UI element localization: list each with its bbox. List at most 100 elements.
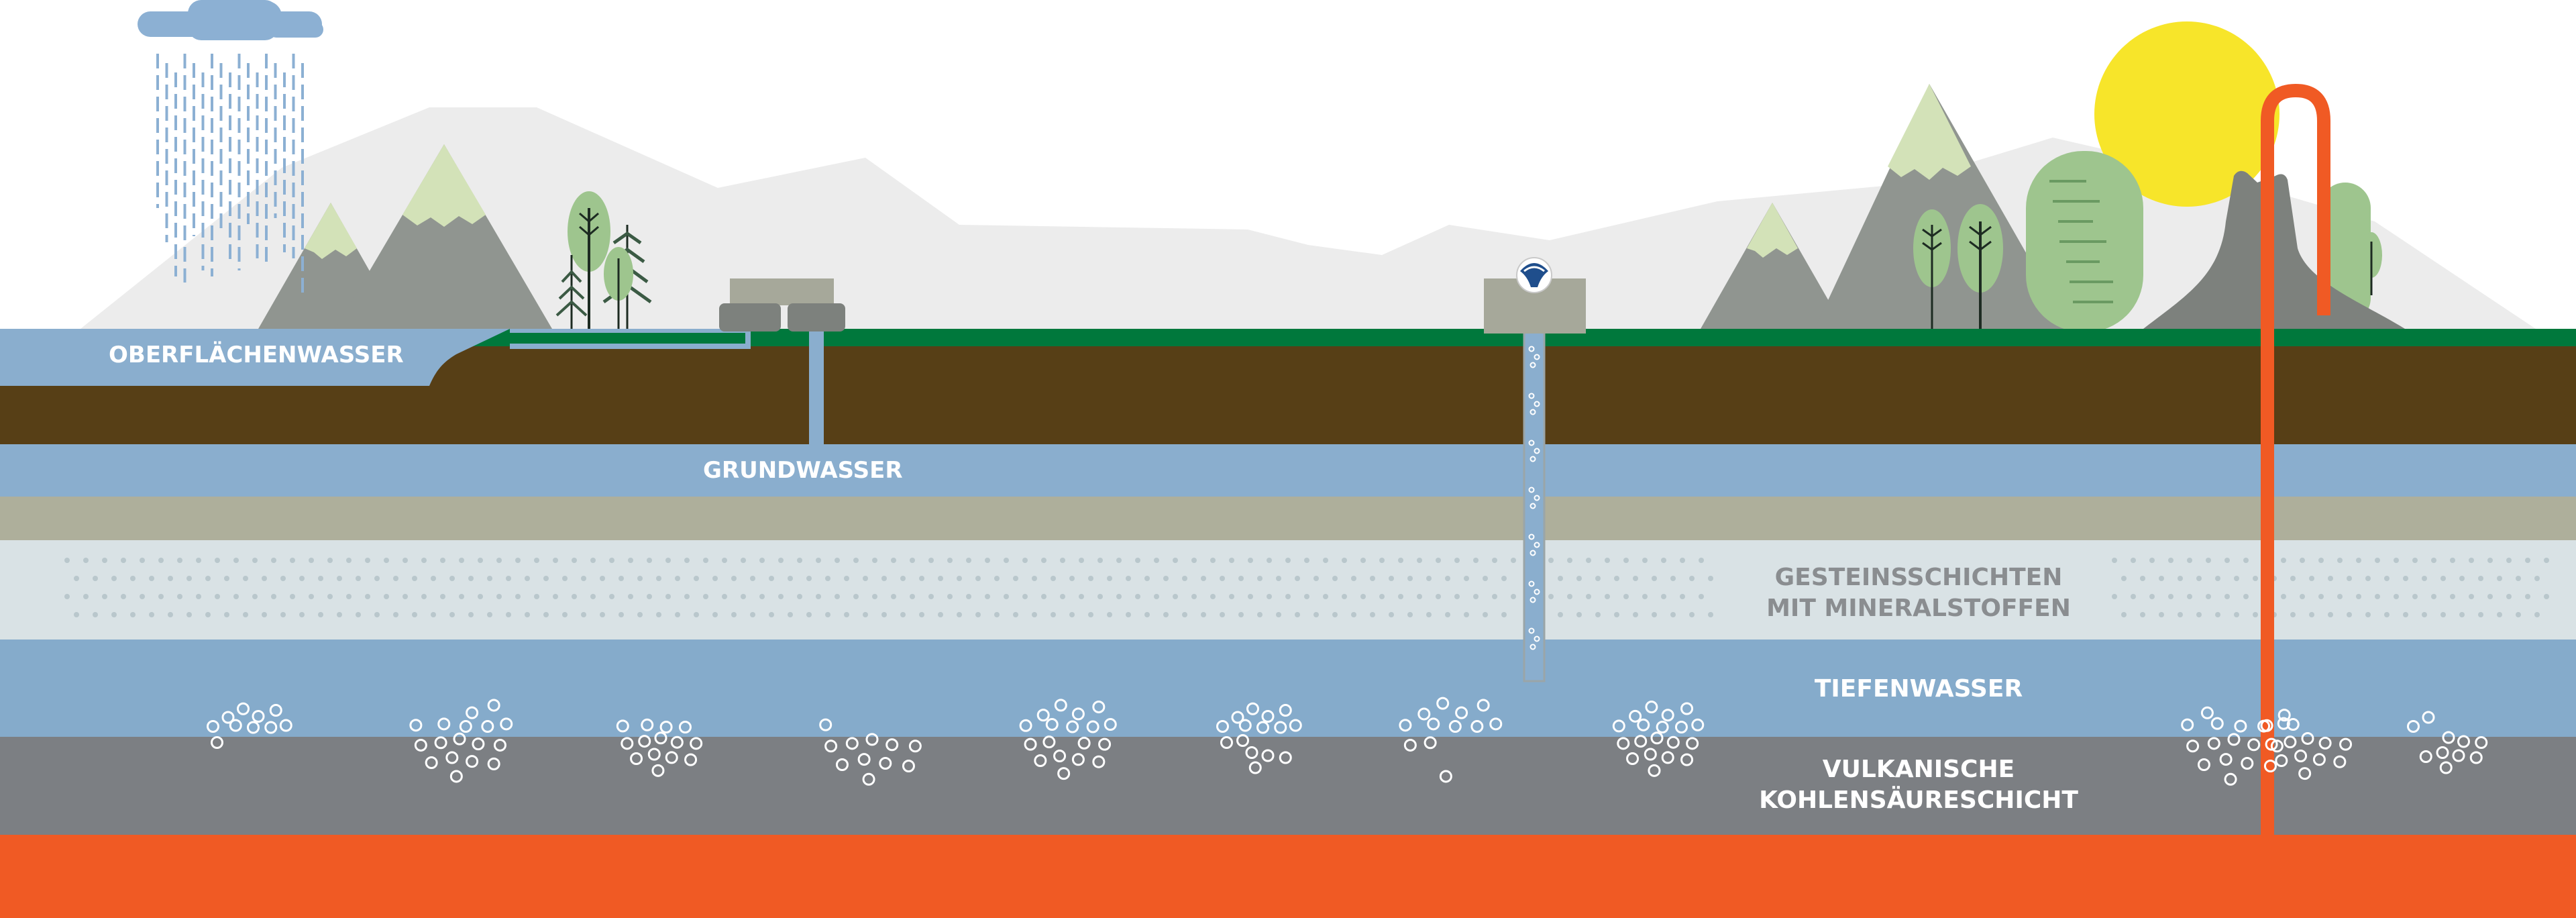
mineral-dot bbox=[215, 558, 220, 563]
bubble bbox=[857, 753, 871, 766]
mineral-dot bbox=[2253, 612, 2258, 617]
mineral-dot bbox=[2478, 576, 2483, 581]
mineral-dot bbox=[2215, 576, 2220, 581]
bubble bbox=[1104, 718, 1117, 731]
mineral-dot bbox=[1248, 558, 1253, 563]
mineral-dot bbox=[205, 576, 211, 581]
bubble bbox=[1042, 735, 1056, 749]
bubble bbox=[1417, 707, 1431, 721]
mineral-dot bbox=[2412, 594, 2418, 599]
mineral-dot bbox=[1295, 612, 1300, 617]
mineral-dot bbox=[2440, 576, 2446, 581]
mineral-dot bbox=[468, 576, 474, 581]
mineral-dot bbox=[2187, 594, 2192, 599]
mineral-dot bbox=[1097, 558, 1103, 563]
mineral-dot bbox=[1107, 576, 1112, 581]
bubble bbox=[425, 756, 438, 769]
mineral-dot bbox=[2534, 612, 2540, 617]
mineral-dot bbox=[1210, 558, 1216, 563]
mineral-dot bbox=[2394, 594, 2399, 599]
mineral-dot bbox=[647, 594, 652, 599]
mineral-dot bbox=[1323, 594, 1328, 599]
well-bubble bbox=[1529, 409, 1536, 415]
mineral-dot bbox=[393, 576, 398, 581]
mineral-dot bbox=[1135, 558, 1140, 563]
mineral-dot bbox=[816, 594, 821, 599]
mineral-dot bbox=[496, 558, 502, 563]
mineral-dot bbox=[196, 594, 201, 599]
bubble bbox=[665, 751, 678, 764]
mineral-dot bbox=[647, 558, 652, 563]
bubble bbox=[1455, 706, 1468, 719]
mineral-dot bbox=[299, 612, 305, 617]
bubble bbox=[1024, 737, 1037, 751]
mineral-dot bbox=[2234, 576, 2239, 581]
mineral-dot bbox=[835, 558, 840, 563]
mineral-dot bbox=[2347, 576, 2352, 581]
mineral-dot bbox=[1041, 594, 1046, 599]
mineral-dot bbox=[506, 576, 511, 581]
mineral-dot bbox=[2469, 558, 2474, 563]
bubble bbox=[466, 755, 479, 768]
mineral-dot bbox=[1689, 612, 1695, 617]
bubble bbox=[207, 720, 219, 733]
mineral-dot bbox=[2450, 594, 2455, 599]
bubble bbox=[1403, 738, 1417, 752]
mineral-dot bbox=[1022, 594, 1028, 599]
bubble bbox=[1656, 721, 1669, 734]
bubble bbox=[493, 738, 506, 752]
mineral-dot bbox=[1473, 594, 1479, 599]
mineral-dot bbox=[1088, 576, 1093, 581]
mineral-dot bbox=[2337, 558, 2343, 563]
label-volcanic-1: VULKANISCHE bbox=[1823, 756, 2015, 783]
mineral-dot bbox=[83, 558, 89, 563]
mineral-dot bbox=[2356, 558, 2361, 563]
left-mountains bbox=[258, 144, 552, 329]
mineral-dot bbox=[1069, 612, 1075, 617]
mineral-dot bbox=[543, 612, 549, 617]
mineral-dot bbox=[741, 558, 746, 563]
bubble bbox=[2419, 750, 2432, 763]
mineral-dot bbox=[2187, 558, 2192, 563]
mineral-dot bbox=[1511, 594, 1516, 599]
well-building-icon bbox=[719, 278, 845, 332]
bubble bbox=[1256, 721, 1269, 734]
mineral-dot bbox=[1276, 612, 1281, 617]
mineral-dot bbox=[750, 576, 755, 581]
bubble bbox=[1470, 720, 1484, 733]
mineral-dot bbox=[1586, 558, 1591, 563]
mineral-dot bbox=[1144, 576, 1150, 581]
bubble bbox=[1686, 737, 1699, 750]
mineral-dot bbox=[2431, 594, 2436, 599]
mineral-dot bbox=[684, 594, 690, 599]
bubble bbox=[252, 710, 265, 723]
mineral-dot bbox=[788, 612, 793, 617]
mineral-dot bbox=[1483, 612, 1488, 617]
mineral-dot bbox=[271, 558, 276, 563]
bubble bbox=[2442, 731, 2455, 744]
mineral-dot bbox=[2121, 576, 2127, 581]
mineral-dot bbox=[2450, 558, 2455, 563]
mineral-dot bbox=[1191, 594, 1197, 599]
bubble bbox=[690, 737, 703, 750]
mineral-dot bbox=[609, 558, 614, 563]
mineral-dot bbox=[384, 558, 389, 563]
mineral-dot bbox=[938, 612, 943, 617]
mineral-dot bbox=[2459, 576, 2465, 581]
mineral-dot bbox=[872, 558, 877, 563]
well-bubble bbox=[1529, 362, 1536, 368]
mineral-dot bbox=[2243, 558, 2249, 563]
bubble bbox=[630, 752, 643, 765]
bubble bbox=[221, 711, 235, 724]
mineral-dot bbox=[881, 612, 887, 617]
bubble bbox=[472, 737, 485, 751]
mineral-dot bbox=[478, 594, 483, 599]
mineral-dot bbox=[1558, 576, 1563, 581]
mineral-dot bbox=[525, 576, 530, 581]
well-bubble bbox=[1528, 487, 1535, 493]
surface-water-channel bbox=[510, 329, 751, 349]
mineral-dot bbox=[468, 612, 474, 617]
mineral-dot bbox=[290, 594, 295, 599]
mineral-dot bbox=[2309, 612, 2314, 617]
mineral-dot bbox=[957, 576, 962, 581]
